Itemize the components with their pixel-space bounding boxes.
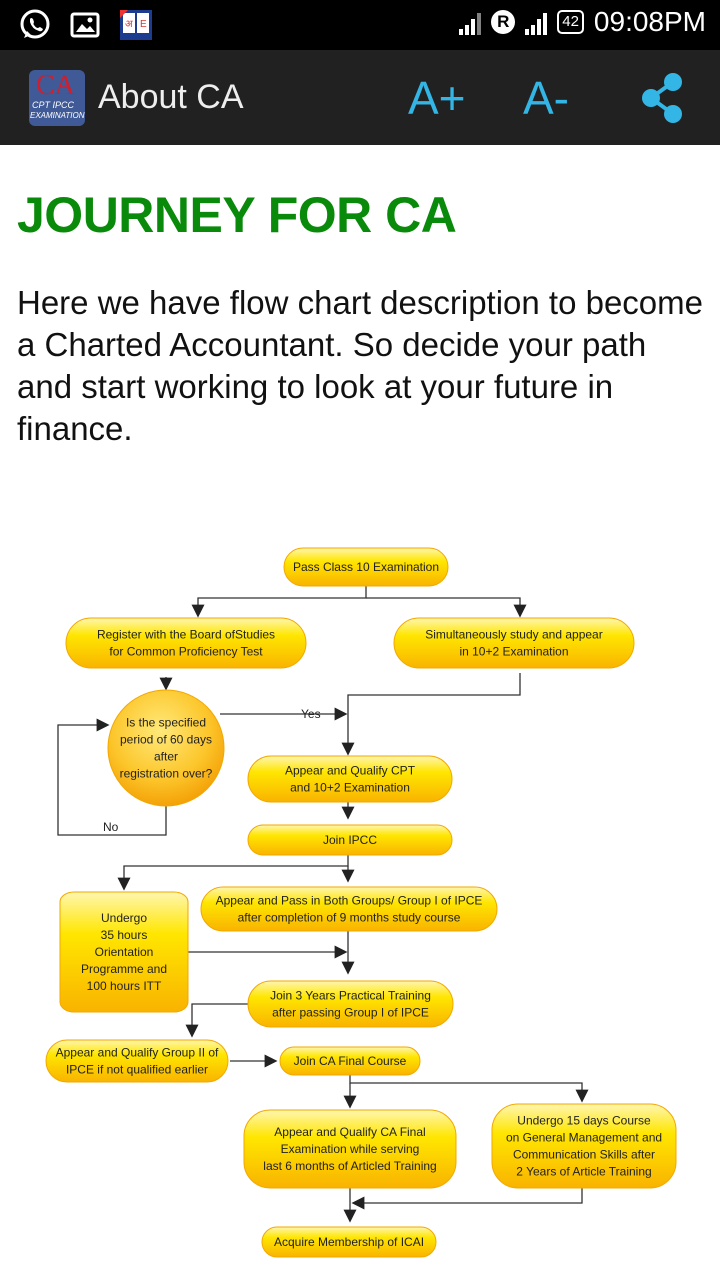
ca-flowchart: Yes No Pass Class 10 ExaminationRegister…: [45, 547, 677, 1258]
node-label: 100 hours ITT: [87, 979, 162, 993]
node-label: Pass Class 10 Examination: [293, 560, 439, 574]
node-label: Is the specified: [126, 716, 206, 730]
flow-node-ipcc: Join IPCC: [247, 824, 453, 856]
node-shape: [107, 689, 225, 807]
node-shape: [283, 547, 449, 587]
flow-node-group1: Appear and Pass in Both Groups/ Group I …: [200, 886, 498, 932]
node-shape: [261, 1226, 437, 1258]
node-label: Acquire Membership of ICAI: [274, 1235, 424, 1249]
node-label: Examination while serving: [281, 1142, 420, 1156]
node-label: for Common Proficiency Test: [109, 645, 263, 659]
node-label: last 6 months of Articled Training: [263, 1159, 436, 1173]
node-label: on General Management and: [506, 1131, 662, 1145]
node-shape: [59, 891, 189, 1013]
node-shape: [247, 824, 453, 856]
node-label: after completion of 9 months study cours…: [238, 911, 461, 925]
node-label: Join CA Final Course: [294, 1054, 407, 1068]
flow-node-cpt: Appear and Qualify CPT and 10+2 Examinati…: [247, 755, 453, 803]
decrease-font-button[interactable]: A-: [523, 72, 569, 124]
flow-node-gmcs: Undergo 15 days Course on General Managem…: [491, 1103, 677, 1189]
node-label: Undergo: [101, 911, 147, 925]
node-label: after: [154, 750, 178, 764]
node-shape: [65, 617, 307, 669]
signal-strength-icon-2: [525, 9, 548, 35]
flow-node-register: Register with the Board ofStudies for Com…: [65, 617, 307, 669]
flow-node-class10: Pass Class 10 Examination: [283, 547, 449, 587]
node-label: Simultaneously study and appear: [425, 628, 602, 642]
logo-subtitle-2: EXAMINATION: [30, 111, 85, 120]
app-logo[interactable]: CA CPT IPCC EXAMINATION: [29, 70, 85, 126]
flow-node-group2: Appear and Qualify Group II of IPCE if no…: [45, 1039, 229, 1083]
node-label: Undergo 15 days Course: [517, 1114, 651, 1128]
no-label: No: [103, 820, 119, 834]
flow-node-final-course: Join CA Final Course: [279, 1046, 421, 1076]
node-label: Communication Skills after: [513, 1148, 655, 1162]
node-label: Appear and Pass in Both Groups/ Group I …: [216, 894, 483, 908]
svg-text:अ: अ: [125, 19, 133, 30]
svg-text:E: E: [140, 19, 147, 30]
node-shape: [243, 1109, 457, 1189]
flow-node-training: Join 3 Years Practical Training after pas…: [247, 980, 454, 1028]
node-shape: [247, 755, 453, 803]
logo-text: CA: [36, 70, 75, 101]
roaming-badge: R: [491, 10, 516, 34]
battery-level: 42: [557, 10, 584, 34]
node-shape: [247, 980, 454, 1028]
node-label: and 10+2 Examination: [290, 781, 410, 795]
connectors: [57, 578, 589, 1223]
flow-node-icai: Acquire Membership of ICAI: [261, 1226, 437, 1258]
flow-node-decision: Is the specified period of 60 days after re…: [107, 689, 225, 807]
node-label: registration over?: [120, 767, 213, 781]
node-label: Orientation: [95, 945, 154, 959]
node-shape: [491, 1103, 677, 1189]
share-icon[interactable]: [640, 72, 686, 124]
node-shape: [279, 1046, 421, 1076]
yes-label: Yes: [301, 707, 321, 721]
node-label: Register with the Board ofStudies: [97, 628, 275, 642]
node-label: 2 Years of Article Training: [516, 1165, 651, 1179]
node-shape: [45, 1039, 229, 1083]
node-label: IPCE if not qualified earlier: [66, 1063, 208, 1077]
section-heading: JOURNEY FOR CA: [17, 187, 457, 243]
increase-font-button[interactable]: A+: [408, 72, 466, 124]
node-label: in 10+2 Examination: [459, 645, 568, 659]
node-label: Appear and Qualify CA Final: [274, 1125, 425, 1139]
gallery-icon: [70, 12, 100, 38]
node-label: 35 hours: [101, 928, 148, 942]
clock: 09:08PM: [593, 6, 706, 37]
node-label: Appear and Qualify CPT: [285, 764, 416, 778]
whatsapp-icon: [20, 9, 50, 39]
node-label: Join 3 Years Practical Training: [270, 989, 431, 1003]
node-label: Join IPCC: [323, 833, 377, 847]
node-label: Programme and: [81, 962, 167, 976]
node-label: after passing Group I of IPCE: [272, 1006, 429, 1020]
signal-strength-icon: [459, 9, 482, 35]
node-shape: [200, 886, 498, 932]
description-text: Here we have flow chart description to b…: [17, 284, 704, 447]
flow-node-simul: Simultaneously study and appear in 10+2 E…: [393, 617, 635, 669]
node-shape: [393, 617, 635, 669]
node-label: Appear and Qualify Group II of: [56, 1046, 219, 1060]
logo-subtitle: CPT IPCC: [32, 100, 75, 110]
app-bar: [0, 50, 720, 145]
page-title: About CA: [98, 78, 244, 116]
node-label: period of 60 days: [120, 733, 212, 747]
